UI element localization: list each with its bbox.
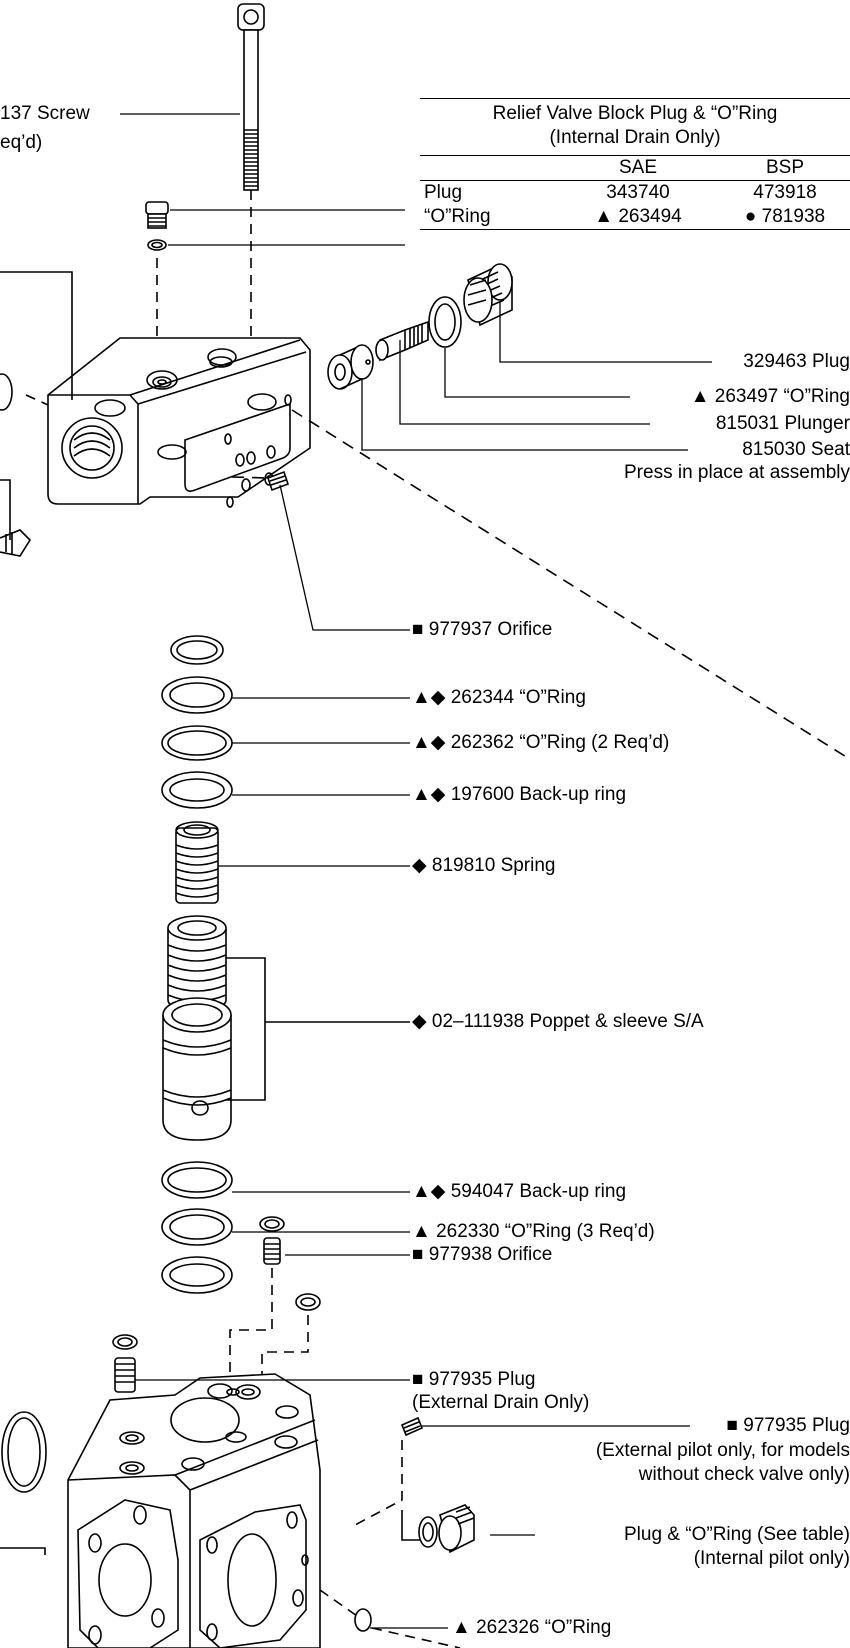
alignment-lines-upper [231,409,849,759]
left-edge-partials [0,271,73,557]
callout-plug-oring-table: Plug & “O”Ring (See table) [624,1524,850,1545]
callout-screw-qty: eq’d) [0,132,43,153]
callout-orifice-977938: ■ 977938 Orifice [412,1244,553,1265]
callout-backup-197600: ▲◆ 197600 Back-up ring [412,784,627,805]
table-body-rule [420,180,850,181]
row-bsp: ● 781938 [744,206,826,227]
table-header-row: SAE BSP [420,156,850,180]
plug-small-top [145,201,169,352]
poppet-sleeve [162,915,410,1141]
callout-plug-329463: 329463 Plug [743,351,850,372]
callout-poppet-111938: ◆ 02–111938 Poppet & sleeve S/A [412,1011,704,1032]
table-row: Plug 343740 473918 [420,181,850,205]
leader-lines [120,113,712,1629]
callout-plug-977935-a: ■ 977935 Plug [412,1369,536,1390]
callout-orifice-977937: ■ 977937 Orifice [412,619,553,640]
screw-137 [237,3,265,345]
callout-plug-977935-b-note1: (External pilot only, for models [595,1440,850,1461]
callout-oring-262362: ▲◆ 262362 “O”Ring (2 Req’d) [412,732,670,753]
relief-valve-plug-table: Relief Valve Block Plug & “O”Ring (Inter… [420,98,850,230]
table-row: “O”Ring ▲ 263494 ● 781938 [420,205,850,229]
table-header-rule [420,155,850,156]
callout-seat-815030: 815030 Seat [742,439,850,460]
relief-valve-internals [327,263,513,390]
spring-819810 [175,821,219,904]
table-top-rule [420,98,850,99]
callout-oring-262326: ▲ 262326 “O”Ring [452,1617,612,1638]
ring-stack [161,635,233,809]
callout-plug-977935-b: ■ 977935 Plug [726,1415,850,1436]
callout-seat-note: Press in place at assembly [624,462,850,483]
orifice-977937 [266,470,290,492]
lower-right-plugs [319,1416,475,1648]
lower-ring-stack [112,1161,321,1393]
col-bsp: BSP [765,157,805,178]
callout-plug-977935-b-note2: without check valve only) [638,1464,850,1485]
row-bsp: 473918 [753,182,817,203]
row-name: “O”Ring [424,206,491,227]
callout-oring-262330: ▲ 262330 “O”Ring (3 Req’d) [412,1221,655,1242]
relief-valve-block [47,337,311,508]
callout-plunger-815031: 815031 Plunger [715,413,850,434]
callout-screw: 137 Screw [0,103,90,124]
col-sae: SAE [618,157,658,178]
callout-backup-594047: ▲◆ 594047 Back-up ring [412,1181,627,1202]
main-valve-body [0,1373,321,1648]
callout-oring-262344: ▲◆ 262344 “O”Ring [412,687,586,708]
callout-spring-819810: ◆ 819810 Spring [412,855,556,876]
callout-plug-oring-note: (Internal pilot only) [693,1548,850,1569]
row-sae: 343740 [606,182,670,203]
callout-oring-263497: ▲ 263497 “O”Ring [690,386,850,407]
table-title-line1: Relief Valve Block Plug & “O”Ring [492,103,778,124]
callout-plug-977935-a-note: (External Drain Only) [412,1392,590,1413]
row-sae: ▲ 263494 [594,206,682,227]
table-title-line2: (Internal Drain Only) [549,127,721,148]
row-name: Plug [424,182,463,203]
table-bottom-rule [420,229,850,230]
